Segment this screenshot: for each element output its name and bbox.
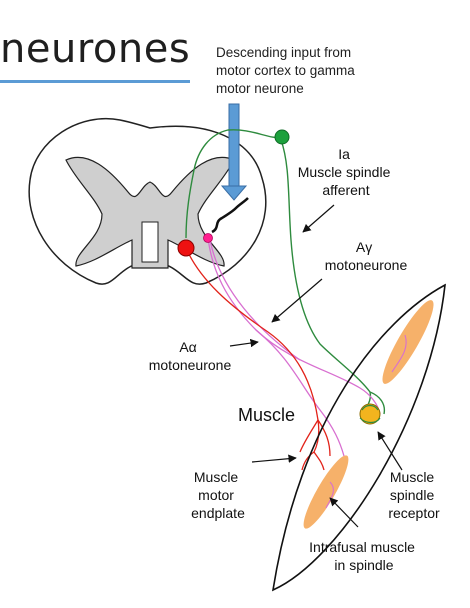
ia-afferent-label: Ia Muscle spindle afferent	[298, 146, 395, 198]
descending-axon-terminal	[211, 197, 249, 234]
gamma-soma	[203, 233, 213, 243]
central-canal	[141, 221, 159, 263]
descending-input-line-3: motor neurone	[216, 81, 304, 96]
descending-input-line-2: motor cortex to gamma	[216, 63, 355, 78]
spinal-cord	[28, 117, 267, 285]
descending-input-caption: Descending input from motor cortex to ga…	[216, 44, 466, 98]
descending-input-arrow	[220, 103, 248, 201]
gamma-fiber	[207, 237, 381, 457]
label-arrows	[229, 204, 403, 528]
spindle-receptor	[359, 403, 381, 425]
page-title: neurones	[0, 26, 191, 72]
spindle-receptor-label: Muscle spindle receptor	[388, 469, 440, 521]
gamma-motoneurone-label: Aγ motoneurone	[325, 239, 408, 273]
descending-input-line-1: Descending input from	[216, 45, 352, 60]
ia-ganglion	[274, 129, 290, 145]
alpha-motoneurone-label: Aα motoneurone	[149, 339, 232, 373]
intrafusal-fiber-lower	[303, 455, 349, 529]
intrafusal-fiber-upper	[382, 300, 434, 384]
title-underline	[0, 80, 190, 83]
muscle-outline	[271, 283, 446, 592]
muscle	[271, 283, 446, 592]
endplate-label: Muscle motor endplate	[191, 469, 245, 521]
ia-afferent-fiber	[185, 129, 386, 415]
intrafusal-label: Intrafusal muscle in spindle	[309, 539, 419, 573]
alpha-soma	[177, 239, 195, 257]
grey-matter	[65, 156, 235, 269]
muscle-label: Muscle	[238, 405, 295, 425]
